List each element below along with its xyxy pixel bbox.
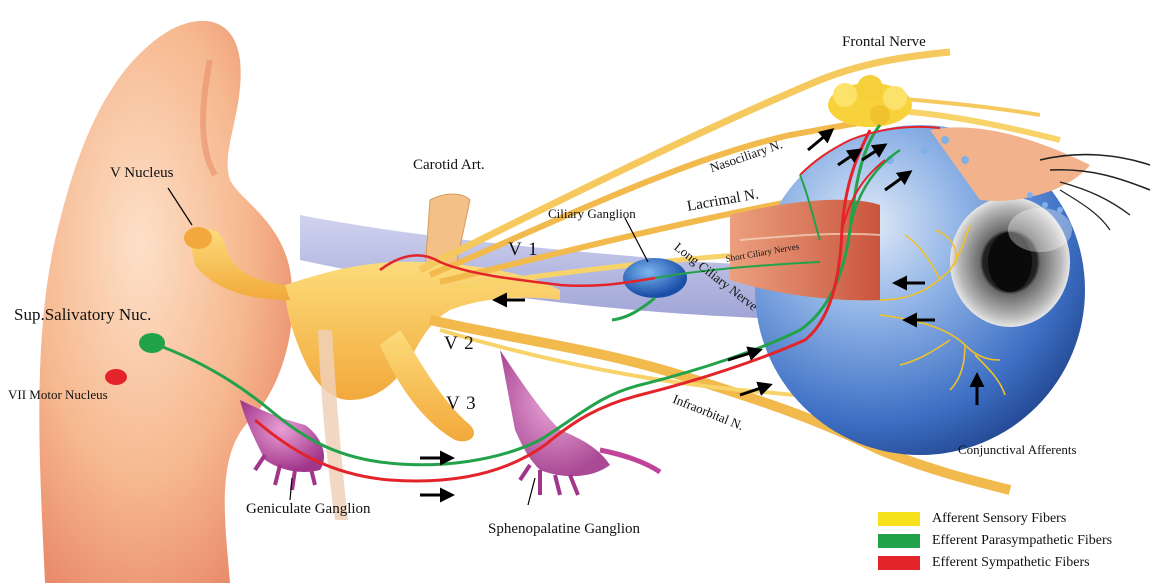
v-nucleus [184,227,212,249]
label-sphenopalatine-ganglion: Sphenopalatine Ganglion [488,522,640,537]
legend-swatch-red [878,556,920,570]
label-v1: V 1 [508,240,539,259]
legend-label: Efferent Sympathetic Fibers [932,555,1090,571]
geniculate-ganglion [240,400,324,490]
label-conjunctival-afferents: Conjunctival Afferents [958,443,1077,456]
label-frontal-nerve: Frontal Nerve [842,35,926,50]
label-vii-motor-nucleus: VII Motor Nucleus [8,388,108,401]
lacrimal-gland [828,75,912,127]
sphenopalatine-ganglion [500,350,660,495]
label-ciliary-ganglion: Ciliary Ganglion [548,207,636,220]
label-v-nucleus: V Nucleus [110,166,173,181]
brainstem [39,21,292,583]
label-carotid-artery: Carotid Art. [413,158,485,173]
legend-label: Afferent Sensory Fibers [932,511,1066,527]
label-v3: V 3 [446,394,477,413]
legend-item-efferent-sympathetic: Efferent Sympathetic Fibers [878,554,1090,572]
legend-item-afferent-sensory: Afferent Sensory Fibers [878,510,1066,528]
label-v2: V 2 [444,334,475,353]
vii-motor-nucleus [105,369,127,385]
label-sup-salivatory-nucleus: Sup.Salivatory Nuc. [14,306,151,323]
legend-label: Efferent Parasympathetic Fibers [932,533,1112,549]
label-geniculate-ganglion: Geniculate Ganglion [246,502,371,517]
legend-swatch-yellow [878,512,920,526]
legend-item-efferent-parasympathetic: Efferent Parasympathetic Fibers [878,532,1112,550]
legend-swatch-green [878,534,920,548]
